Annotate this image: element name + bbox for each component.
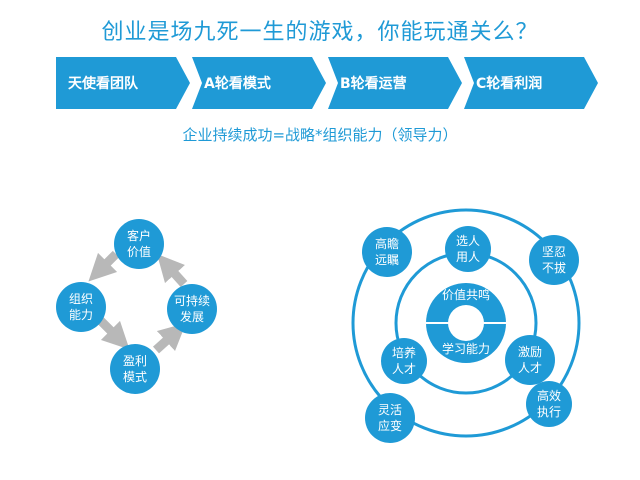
node-talent-development: 培养 人才 [381,338,427,384]
node-adaptability: 灵活 应变 [365,393,415,443]
node-perseverance: 坚忍 不拔 [529,235,579,285]
label-value-resonance: 价值共鸣 [441,288,490,302]
stage-label: B轮看运营 [340,76,407,92]
arrow-bottom-to-right [152,322,187,354]
node-execution: 高效 执行 [526,381,572,427]
node-sustainable-growth: 可持续 发展 [167,284,217,334]
node-hiring: 选人 用人 [445,226,491,272]
outer-ring [351,208,581,438]
page-title: 创业是场九死一生的游戏，你能玩通关么？ [101,20,539,45]
node-customer-value: 客户 价值 [114,219,164,269]
node-vision: 高瞻 远瞩 [362,227,412,277]
label-learning-ability: 学习能力 [441,342,490,356]
node-talent-motivation: 激励 人才 [505,335,555,385]
stage-c-round: C轮看利润 [464,57,598,109]
stage-label: C轮看利润 [476,76,543,92]
stage-label: 天使看团队 [68,76,138,92]
arrow-right-to-top [156,253,188,288]
stage-label: A轮看模式 [204,76,271,92]
success-formula: 企业持续成功=战略*组织能力（领导力） [182,126,458,144]
arrow-left-to-bottom [94,314,130,350]
arrow-top-to-left [88,250,120,282]
stage-a-round: A轮看模式 [192,57,326,109]
stage-angel: 天使看团队 [56,57,190,109]
node-org-capability: 组织 能力 [56,282,106,332]
node-profit-model: 盈利 模式 [110,344,160,394]
stage-b-round: B轮看运营 [328,57,462,109]
